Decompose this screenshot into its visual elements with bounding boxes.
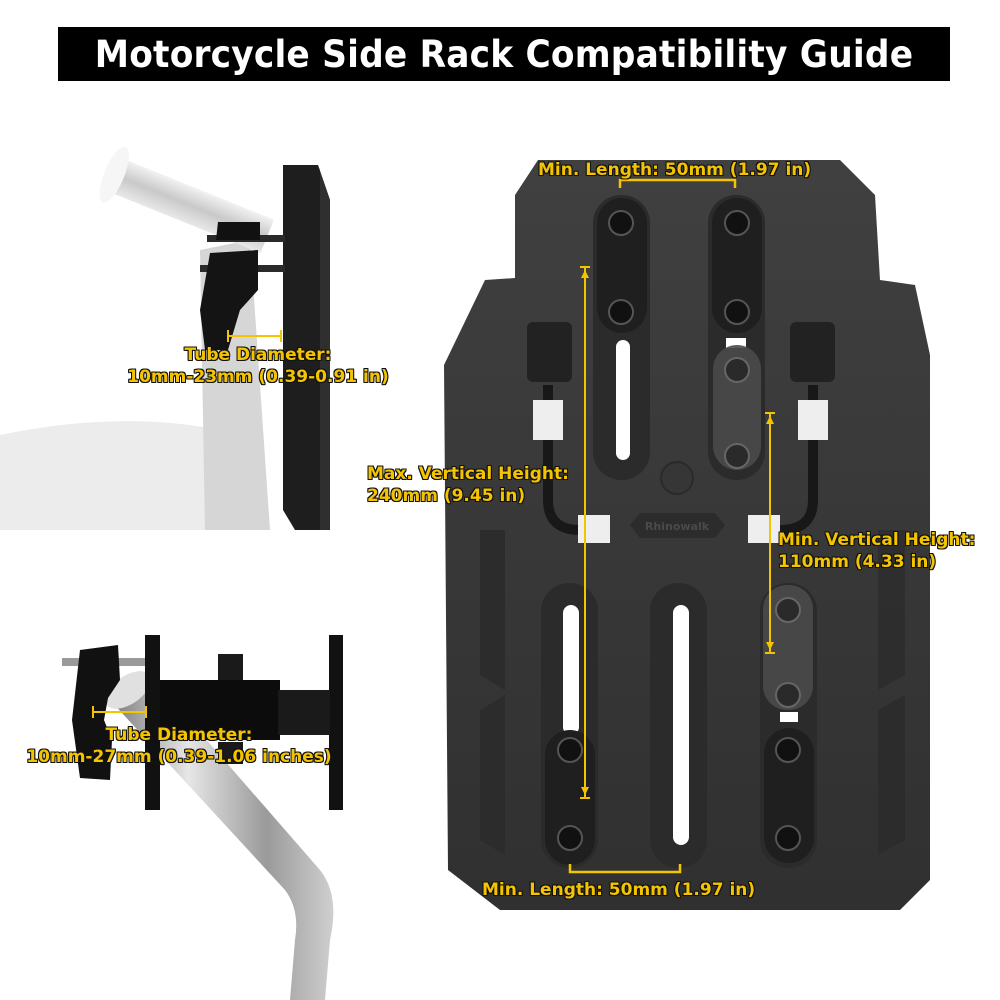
title-banner: Motorcycle Side Rack Compatibility Guide bbox=[58, 27, 950, 81]
max-vertical-height-title: Max. Vertical Height: bbox=[367, 464, 569, 484]
bottom-min-length-label: Min. Length: 50mm (1.97 in) bbox=[482, 880, 756, 900]
min-vertical-height-label: Min. Vertical Height: 110mm (4.33 in) bbox=[778, 529, 975, 573]
top-tube-diameter-label: Tube Diameter: 10mm-23mm (0.39-0.91 in) bbox=[117, 344, 399, 388]
min-vertical-height-value: 110mm (4.33 in) bbox=[778, 552, 937, 572]
top-clamp-photo bbox=[0, 110, 400, 530]
mounting-plate-photo: Rhinowalk bbox=[430, 150, 950, 920]
top-min-length-label: Min. Length: 50mm (1.97 in) bbox=[538, 160, 812, 180]
min-vertical-height-title: Min. Vertical Height: bbox=[778, 530, 976, 550]
top-tube-diameter-range: 10mm-23mm (0.39-0.91 in) bbox=[127, 367, 389, 387]
bottom-tube-diameter-range: 10mm-27mm (0.39-1.06 inches) bbox=[26, 747, 332, 767]
top-tube-diameter-title: Tube Diameter: bbox=[184, 345, 332, 365]
brand-emboss: Rhinowalk bbox=[645, 520, 710, 533]
bottom-clamp-photo bbox=[0, 620, 420, 1000]
max-vertical-height-value: 240mm (9.45 in) bbox=[367, 486, 526, 506]
page-title: Motorcycle Side Rack Compatibility Guide bbox=[94, 32, 914, 76]
bottom-tube-diameter-label: Tube Diameter: 10mm-27mm (0.39-1.06 inch… bbox=[14, 724, 344, 768]
bottom-tube-diameter-title: Tube Diameter: bbox=[105, 725, 253, 745]
max-vertical-height-label: Max. Vertical Height: 240mm (9.45 in) bbox=[367, 463, 569, 507]
